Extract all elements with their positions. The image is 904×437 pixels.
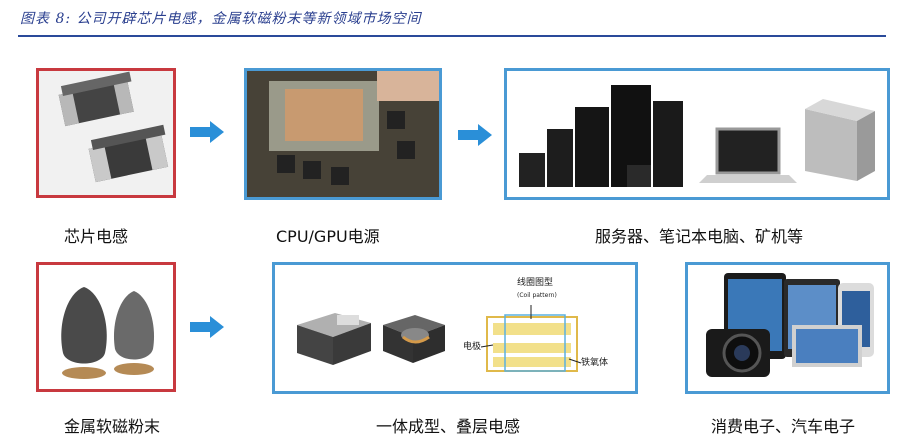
coil-pattern-label: 线圈图型 bbox=[517, 276, 553, 288]
figure-title: 图表 8: 公司开辟芯片电感，金属软磁粉末等新领域市场空间 bbox=[20, 11, 422, 27]
consumer-electronics-image bbox=[688, 265, 887, 391]
metal-powder-image bbox=[39, 265, 173, 389]
servers-laptop-miner-image bbox=[507, 71, 887, 197]
caption-molded-inductor: 一体成型、叠层电感 bbox=[376, 417, 521, 436]
caption-chip-inductor: 芯片电感 bbox=[64, 227, 129, 246]
caption-cpu-gpu-power: CPU/GPU电源 bbox=[276, 227, 380, 246]
chip-inductor-panel bbox=[36, 68, 176, 198]
electrode-label: 电极 bbox=[463, 340, 481, 352]
arrow-right-icon bbox=[190, 316, 224, 338]
caption-servers: 服务器、笔记本电脑、矿机等 bbox=[595, 227, 804, 246]
caption-consumer-electronics: 消费电子、汽车电子 bbox=[711, 417, 856, 436]
arrow-right-icon bbox=[190, 121, 224, 143]
molded-inductor-image: 线圈图型 (Coil pattern) 电极 铁氧体 bbox=[275, 265, 635, 391]
coil-pattern-sub-label: (Coil pattern) bbox=[517, 292, 557, 299]
molded-inductor-panel: 线圈图型 (Coil pattern) 电极 铁氧体 bbox=[272, 262, 638, 394]
title-divider bbox=[18, 35, 886, 37]
cpu-socket-image bbox=[247, 71, 439, 197]
caption-metal-powder: 金属软磁粉末 bbox=[64, 417, 161, 436]
server-panel bbox=[504, 68, 890, 200]
arrow-right-icon bbox=[458, 124, 492, 146]
ferrite-label: 铁氧体 bbox=[581, 356, 608, 368]
metal-powder-panel bbox=[36, 262, 176, 392]
consumer-electronics-panel bbox=[685, 262, 890, 394]
chip-inductor-image bbox=[39, 71, 173, 195]
cpu-panel bbox=[244, 68, 442, 200]
